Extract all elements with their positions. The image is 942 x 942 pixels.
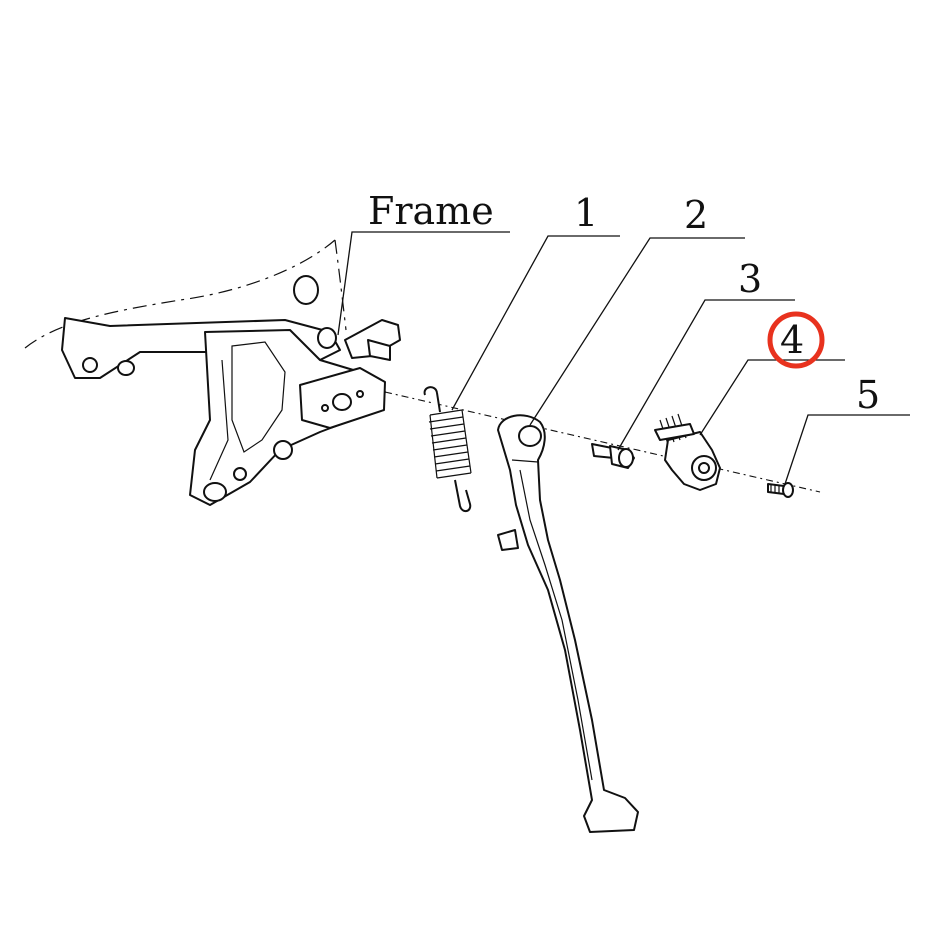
leader-lines <box>337 231 910 485</box>
label-part-4: 4 <box>780 318 804 362</box>
label-frame: Frame <box>368 189 494 233</box>
assembly-axis <box>384 391 821 493</box>
part-2-side-stand <box>497 414 639 833</box>
leader-4 <box>699 359 845 436</box>
label-part-3: 3 <box>738 257 762 301</box>
label-part-2: 2 <box>684 193 708 237</box>
label-part-5: 5 <box>856 373 880 417</box>
leader-1 <box>451 235 620 411</box>
leader-5 <box>784 414 910 485</box>
frame-part <box>24 239 401 506</box>
label-part-1: 1 <box>574 191 598 235</box>
leader-2 <box>529 237 745 426</box>
part-1-spring <box>423 386 472 512</box>
part-4-stand-switch <box>654 413 721 491</box>
leader-frame <box>337 231 510 336</box>
part-3-pivot-bolt <box>591 443 635 469</box>
leader-3 <box>617 299 795 451</box>
highlight-circle <box>767 311 825 369</box>
part-5-screw <box>767 482 794 498</box>
